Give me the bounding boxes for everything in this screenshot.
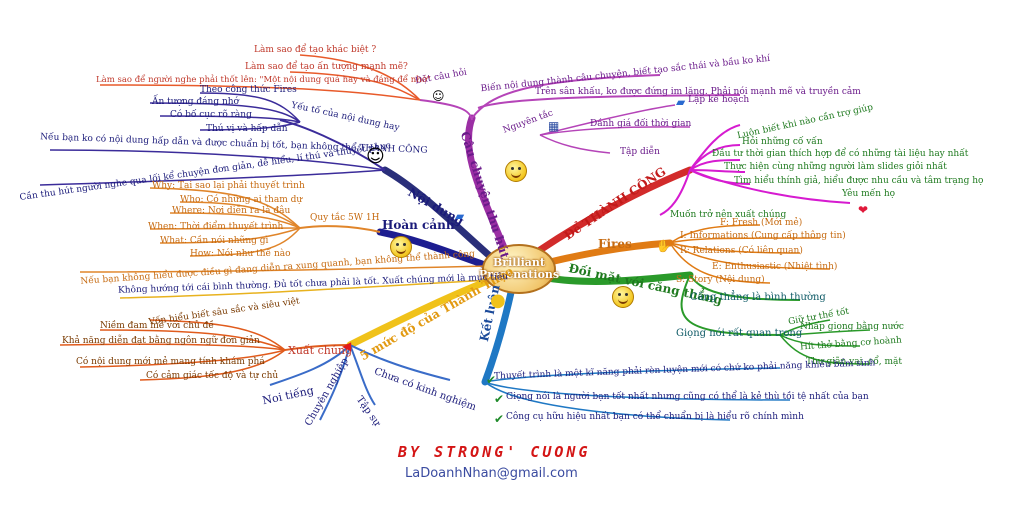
xuat-chung-item-5: Có cảm giác tốc độ và tự chủ (146, 371, 279, 381)
xuat-chung-item-2: Niềm đam mê với chủ đề (100, 321, 214, 331)
fires-item-3: R: Relations (Có liên quan) (680, 246, 803, 256)
yeu-to-item-4: Thú vị và hấp dẫn (206, 124, 288, 134)
giu-item-1: Nhấp giọng bằng nước (800, 322, 904, 332)
branch-muc-do (346, 276, 494, 349)
thanh-cong-item-6: Yêu mến họ (842, 189, 896, 199)
nguyen-tac-item-3: Tập diễn (620, 147, 660, 157)
branch-cau-chuyen (465, 114, 509, 254)
branch-title-hoan-canh[interactable]: Hoàn cảnh (382, 218, 455, 232)
fires-item-4: E: Enthusiastic (Nhiệt tình) (712, 262, 838, 272)
cool-face-icon: ☺ (366, 146, 385, 167)
dat-cau-hoi-item-1: Làm sao để tạo khác biệt ? (254, 45, 377, 55)
thanh-cong-item-3: Đầu tư thời gian thích hợp để có những t… (712, 149, 969, 159)
book-icon: ▰ (676, 95, 686, 109)
check-icon-1: ✔ (486, 373, 497, 387)
question-face-icon: ☺ (432, 89, 445, 103)
author-email[interactable]: LaDoanhNhan@gmail.com (405, 466, 578, 481)
smiley-icon (505, 160, 527, 182)
notebook-icon: ▰ (455, 209, 465, 223)
thanh-cong-item-7: Muốn trở nên xuất chúng (670, 210, 787, 220)
branch-noi-dung (381, 166, 496, 262)
yeu-to-item-3: Có bố cục rõ ràng (170, 110, 252, 120)
branch-fires (546, 239, 674, 266)
xuat-chung-label: Xuất chúng (288, 344, 353, 357)
ket-luan-item-3: Công cụ hữu hiệu nhất bạn có thể chuẩn b… (506, 412, 804, 422)
yeu-to-item-2: Ấn tượng đáng nhớ (152, 97, 239, 107)
branch-title-fires[interactable]: Fires (598, 237, 632, 251)
xuat-chung-item-3: Khả năng diễn đạt bằng ngôn ngữ đơn giản (62, 336, 260, 346)
cang-thang-item-2: Giọng nói rất quan trọng (676, 328, 803, 339)
nguyen-tac-item-1: Lập kế hoạch (688, 95, 750, 105)
giu-item-3: Thư giãn vai, cổ, mặt (806, 357, 902, 367)
yeu-to-item-1: Theo công thức Fires (200, 85, 297, 95)
fires-item-5: S: Story (Nội dung) (676, 275, 765, 285)
lightbulb-icon: ● (490, 290, 506, 311)
hand-icon: ✋ (656, 239, 671, 253)
calendar-icon: ▦ (548, 119, 560, 133)
grin-face-icon (612, 286, 634, 308)
thanh-cong-item-4: Thực hiện cùng những người làm slides gi… (724, 162, 947, 172)
dat-cau-hoi-item-3: Làm sao để người nghe phải thốt lên: "Mộ… (96, 75, 431, 85)
laughing-face-icon (390, 236, 412, 258)
fires-item-1: F: Fresh (Mới mẻ) (720, 218, 803, 228)
ket-luan-item-2: Giọng nói là người bạn tốt nhất nhưng cũ… (506, 392, 869, 402)
quy-tac-item-6: How: Nói như thế nào (190, 249, 291, 259)
quy-tac-item-3: Where: Nơi diễn ra là đâu (172, 206, 291, 216)
dat-cau-hoi-item-2: Làm sao để tạo ấn tượng mạnh mẽ? (245, 62, 408, 72)
cau-chuyen-sub-2: Trên sân khấu, ko được đứng im lặng. Phả… (535, 87, 861, 97)
arrow-left-icon: ◀ (342, 339, 352, 353)
branch-cang-thang (544, 271, 694, 285)
center-line-2: Presenations (478, 268, 560, 281)
fires-item-2: I: Informations (Cung cấp thông tin) (680, 231, 846, 241)
quy-tac-item-2: Who: Có những ai tham dự (180, 195, 303, 205)
nguyen-tac-item-2: Đánh giá đối thời gian (590, 119, 692, 129)
center-line-1: Brilliant (493, 256, 546, 269)
heart-icon: ❤ (858, 203, 869, 217)
check-icon-2: ✔ (494, 392, 505, 406)
cang-thang-item-1: Căng thẳng là bình thường (690, 292, 826, 303)
quy-tac-item-4: When: Thời điểm thuyết trình (148, 222, 284, 232)
branch-hoan-canh (376, 228, 492, 270)
thanh-cong-item-2: Hỏi những cố vấn (742, 137, 823, 147)
branch-ket-luan (481, 284, 516, 386)
check-icon-3: ✔ (494, 412, 505, 426)
thanh-cong-item-5: Tìm hiểu thính giả, hiểu được nhu cầu và… (734, 176, 984, 186)
branch-thanh-cong (536, 166, 694, 254)
xuat-chung-item-4: Có nội dung mới mẻ mang tính khám phá (76, 357, 265, 367)
quy-tac-item-5: What: Cần nói những gì (160, 236, 269, 246)
quy-tac-label: Quy tắc 5W 1H (310, 213, 380, 223)
author-signature: BY STRONG' CUONG (398, 443, 591, 461)
quy-tac-item-1: Why: Tại sao lại phải thuyết trình (152, 181, 305, 191)
